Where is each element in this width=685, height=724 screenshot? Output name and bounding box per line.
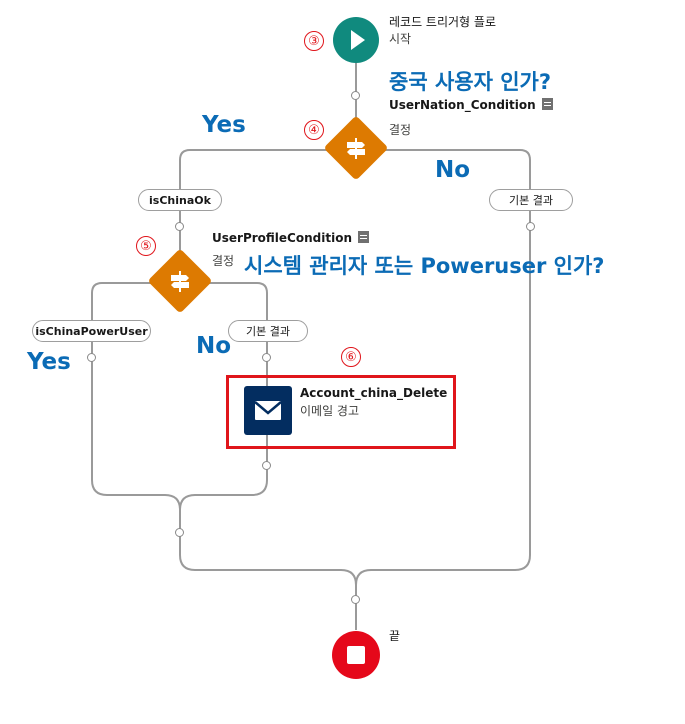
connector-dot[interactable]	[526, 222, 535, 231]
outcome-default-1[interactable]: 기본 결과	[489, 189, 573, 211]
start-title: 레코드 트리거형 플로	[389, 15, 496, 29]
action-name: Account_china_Delete	[300, 386, 448, 400]
outcome-ischinaok[interactable]: isChinaOk	[138, 189, 222, 211]
signpost-icon	[347, 138, 365, 159]
details-icon[interactable]	[541, 98, 553, 110]
annotation-question-1: 중국 사용자 인가?	[389, 70, 552, 94]
annotation-question-2: 시스템 관리자 또는 Poweruser 인가?	[244, 254, 605, 278]
outcome-ischinapoweruser[interactable]: isChinaPowerUser	[32, 320, 151, 342]
action-highlight-box	[226, 375, 456, 449]
step-number-6: ⑥	[341, 347, 361, 367]
yes-label-1: Yes	[202, 112, 246, 138]
decision1-name: UserNation_Condition	[389, 98, 553, 112]
step-number-5: ⑤	[136, 236, 156, 256]
envelope-icon	[254, 401, 282, 420]
step-number-4: ④	[304, 120, 324, 140]
action-node[interactable]	[244, 386, 292, 435]
no-label-1: No	[435, 157, 471, 183]
yes-label-2: Yes	[27, 349, 71, 375]
step-number-3: ③	[304, 31, 324, 51]
start-subtitle: 시작	[389, 32, 412, 46]
action-type: 이메일 경고	[300, 404, 360, 418]
decision2-name: UserProfileCondition	[212, 231, 369, 245]
outcome-default-2[interactable]: 기본 결과	[228, 320, 308, 342]
connector-dot[interactable]	[262, 353, 271, 362]
start-node[interactable]	[333, 17, 379, 63]
connector-dot[interactable]	[351, 91, 360, 100]
connector-dot[interactable]	[87, 353, 96, 362]
decision2-type: 결정	[212, 254, 235, 268]
decision2-name-text: UserProfileCondition	[212, 231, 352, 245]
decision1-name-text: UserNation_Condition	[389, 98, 536, 112]
connector-dot[interactable]	[175, 222, 184, 231]
connector-dot[interactable]	[351, 595, 360, 604]
details-icon[interactable]	[357, 231, 369, 243]
end-node[interactable]	[332, 631, 380, 679]
signpost-icon	[171, 271, 189, 292]
stop-icon	[347, 646, 365, 664]
connector-dot[interactable]	[262, 461, 271, 470]
connector-dot[interactable]	[175, 528, 184, 537]
decision1-type: 결정	[389, 123, 412, 137]
no-label-2: No	[196, 333, 232, 359]
play-icon	[351, 30, 365, 50]
end-label: 끝	[389, 629, 401, 643]
